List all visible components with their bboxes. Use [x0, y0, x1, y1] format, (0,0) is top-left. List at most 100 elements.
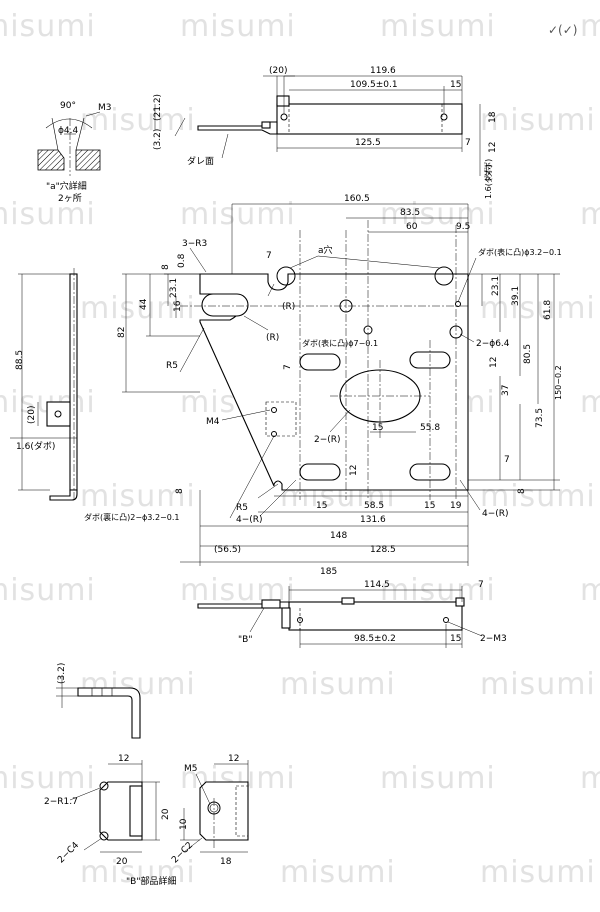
dim-109-5: 109.5±0.1: [350, 80, 398, 90]
side-view-block: [46, 401, 71, 427]
label-dabo-front-3-2: ダボ(表に凸)ϕ3.2−0.1: [478, 247, 562, 257]
main-left-slot: [201, 293, 249, 317]
hole-thread: M3: [98, 103, 112, 113]
dim-82: 82: [117, 327, 127, 338]
hole-detail-caption: "a"穴詳細: [46, 180, 87, 192]
side-view-plate: [69, 273, 78, 491]
dim-dabo-top: (ダボ): [483, 159, 493, 181]
dim-1-6-dabo-top: 1.6(ダボ): [483, 164, 493, 199]
hole-detail-section-right: [75, 149, 101, 171]
bottom-view-b-part: [261, 599, 281, 609]
dim-128-5: 128.5: [370, 545, 396, 555]
label-2-dia-6-4: 2−ϕ6.4: [476, 339, 510, 349]
dim-15-center: 15: [372, 423, 383, 433]
dim-131-6: 131.6: [360, 515, 386, 525]
dim-15-lower-1: 15: [316, 501, 327, 511]
label-4-r-left: 4−(R): [236, 515, 263, 525]
dim-80-5: 80.5: [523, 344, 533, 364]
top-view-dowel: [261, 121, 271, 129]
watermark-text: misumi: [0, 761, 96, 796]
hidden-block-outline: [265, 401, 297, 437]
label-2-c4: 2−C4: [56, 840, 81, 865]
surface-finish-symbol: ✓(✓): [548, 23, 577, 37]
dim-15-lower-2: 15: [424, 501, 435, 511]
top-view-tab: [276, 95, 290, 107]
watermark-text: misumi: [380, 9, 496, 44]
dim-16: 16: [173, 300, 183, 312]
dim-18: 18: [488, 111, 498, 123]
bottom-view-body: [288, 601, 463, 631]
dim-39-1: 39.1: [511, 286, 521, 306]
dim-160-5: 160.5: [344, 194, 370, 204]
dim-21-2: (21.2): [153, 94, 163, 121]
dim-20-top: (20): [269, 66, 287, 76]
label-m4: M4: [206, 417, 220, 427]
watermark-text: misumi: [480, 291, 596, 326]
bottom-view-tab: [341, 597, 355, 605]
m4-hole: [271, 407, 277, 413]
side-view: 88.5 (20) 1.6(ダボ): [10, 268, 78, 502]
dim-125-5: 125.5: [355, 138, 381, 148]
label-3-r3: 3−R3: [182, 239, 207, 249]
label-2-r1-7: 2−R1.7: [44, 797, 78, 807]
bottom-view-end-tab: [455, 597, 465, 607]
dim-8-lower-right: 8: [517, 488, 527, 494]
dim-73-5: 73.5: [535, 408, 545, 428]
dim-3-2-detail: (3.2): [57, 663, 67, 684]
watermark-text: misumi: [480, 103, 596, 138]
dare-men-label: ダレ面: [187, 155, 214, 167]
dim-23-1-left: 23.1: [169, 278, 179, 298]
dim-1-6-side: 1.6(ダボ): [16, 440, 55, 452]
dim-7-top: 7: [465, 138, 471, 148]
watermark-text: misumi: [580, 385, 600, 420]
label-dabo-front-7: ダボ(表に凸)ϕ7−0.1: [302, 338, 378, 348]
a-hole-left: [276, 266, 296, 286]
watermark-text: misumi: [380, 197, 496, 232]
watermark-text: misumi: [280, 855, 396, 890]
label-2-m3: 2−M3: [480, 634, 507, 644]
watermark-text: misumi: [0, 9, 96, 44]
watermark-text: misumi: [280, 667, 396, 702]
dim-12-slot-lower: 12: [349, 465, 359, 476]
dim-83-5: 83.5: [400, 208, 420, 218]
label-b: "B": [238, 635, 252, 645]
bottom-view-bracket: [281, 607, 291, 629]
watermark-text: misumi: [480, 855, 596, 890]
dim-88-5: 88.5: [15, 350, 25, 370]
side-view-foot: [49, 489, 78, 501]
dim-7-main: 7: [266, 251, 272, 261]
dim-55-8: 55.8: [420, 423, 440, 433]
dim-3-2-top: (3.2): [153, 129, 163, 150]
hole-detail: 90° M3 ϕ4.4 "a"穴詳細 2ヶ所: [37, 101, 112, 204]
dim-20-side: (20): [27, 406, 37, 424]
side-view-hole: [54, 410, 62, 418]
dim-60: 60: [406, 222, 418, 232]
detail-b-right-rib: [235, 785, 249, 837]
hole-dia: ϕ4.4: [58, 126, 79, 136]
top-view-body: [276, 103, 463, 135]
label-2-r: 2−(R): [314, 435, 341, 445]
label-r5-top: R5: [166, 361, 178, 371]
bottom-view-hole-left: [297, 617, 303, 623]
watermark-text: misumi: [0, 573, 96, 608]
dim-12-detail-left: 12: [118, 754, 129, 764]
hole-angle: 90°: [60, 101, 76, 111]
dim-37: 37: [501, 385, 511, 396]
top-view: (20) 119.6 109.5±0.1 15 (21.2) (3.2) 125…: [153, 66, 498, 199]
detail-b-caption: "B"部品詳細: [126, 875, 176, 887]
hole-detail-section-left: [37, 149, 65, 171]
dim-44: 44: [139, 298, 149, 310]
watermark-text: misumi: [580, 197, 600, 232]
dim-19: 19: [450, 501, 462, 511]
watermark-text: misumi: [180, 197, 296, 232]
dim-185: 185: [320, 567, 337, 577]
watermark-text: misumi: [380, 761, 496, 796]
dim-119-6: 119.6: [370, 66, 396, 76]
dim-12-slot-right: 12: [489, 357, 499, 368]
dim-150: 150−0.2: [554, 365, 563, 400]
dim-7-bottom: 7: [478, 580, 484, 590]
dim-12-detail-right: 12: [228, 754, 239, 764]
watermark-text: misumi: [580, 9, 600, 44]
a-hole-right: [434, 266, 454, 286]
